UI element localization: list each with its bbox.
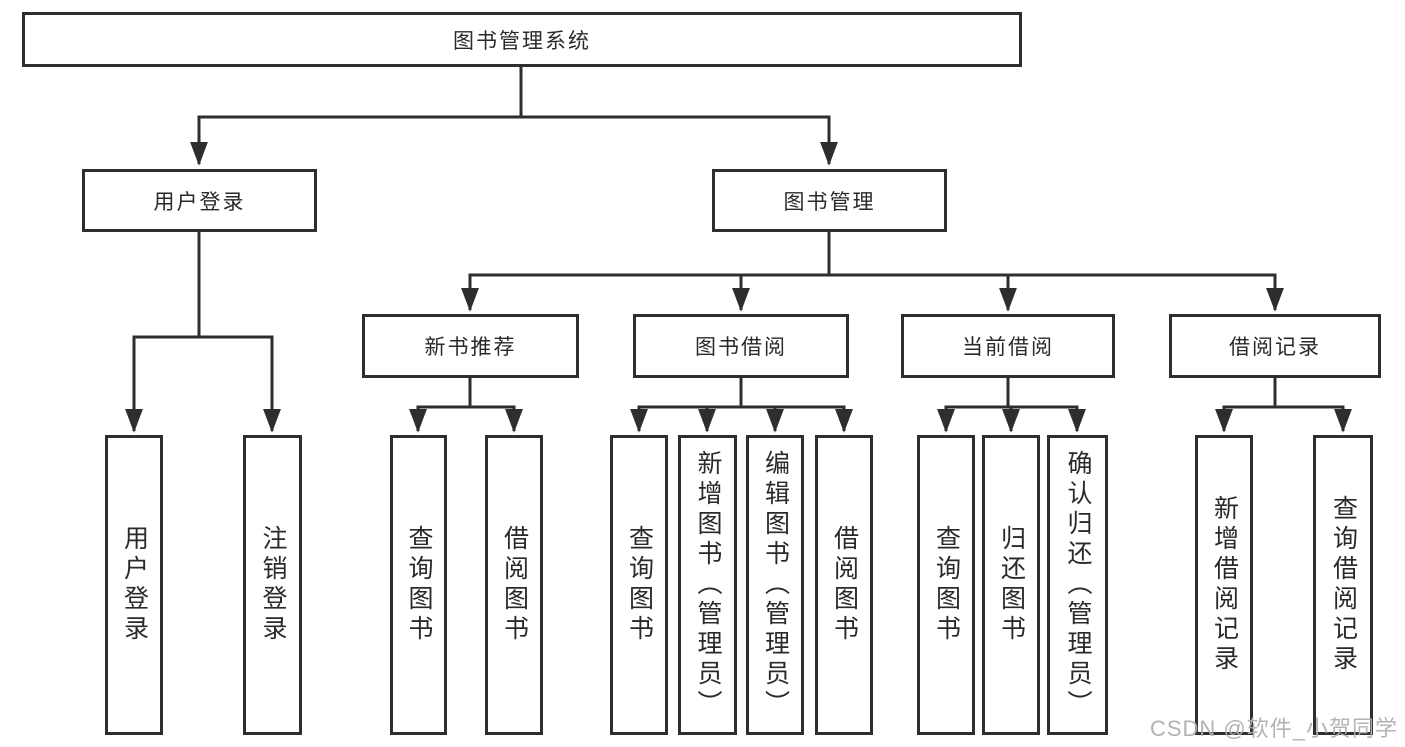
node-library-management-system: 图书管理系统 [22, 12, 1022, 67]
leaf-add-borrow-record: 新增借阅记录 [1195, 435, 1253, 735]
leaf-user-login: 用户登录 [105, 435, 163, 735]
csdn-watermark: CSDN @软件_小贺同学 [1149, 716, 1398, 741]
node-new-book-recommend: 新书推荐 [362, 314, 579, 378]
leaf-return-books: 归还图书 [982, 435, 1040, 735]
leaf-query-books-current: 查询图书 [917, 435, 975, 735]
node-borrowing-records: 借阅记录 [1169, 314, 1381, 378]
leaf-borrow-books-recommend: 借阅图书 [485, 435, 543, 735]
leaf-query-borrow-record: 查询借阅记录 [1313, 435, 1373, 735]
leaf-add-books-admin: 新增图书（管理员） [678, 435, 737, 735]
node-current-borrowing: 当前借阅 [901, 314, 1115, 378]
node-book-borrowing: 图书借阅 [633, 314, 849, 378]
node-user-login: 用户登录 [82, 169, 317, 232]
leaf-edit-books-admin: 编辑图书（管理员） [746, 435, 804, 735]
leaf-query-books-recommend: 查询图书 [390, 435, 447, 735]
leaf-query-books-borrowing: 查询图书 [610, 435, 668, 735]
leaf-confirm-return-admin: 确认归还（管理员） [1047, 435, 1108, 735]
leaf-logout: 注销登录 [243, 435, 302, 735]
leaf-borrow-books-borrowing: 借阅图书 [815, 435, 873, 735]
node-book-management: 图书管理 [712, 169, 947, 232]
